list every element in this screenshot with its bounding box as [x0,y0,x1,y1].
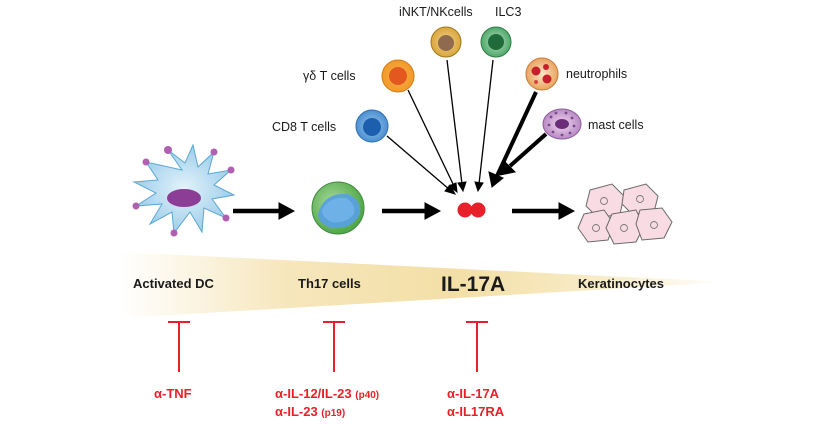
therapy-anti-il12-il23-p40: α-IL-12/IL-23 (p40) [275,386,379,401]
therapy-anti-il17ra: α-IL17RA [447,404,505,419]
inhibitor-bar-tnf [168,321,190,372]
dendritic-cell-icon [132,143,236,237]
label-neutrophils: neutrophils [566,67,627,81]
label-keratinocytes: Keratinocytes [578,276,664,291]
label-gamma-delta-t-cells: γδ T cells [303,69,356,83]
arrows [233,59,576,220]
therapy-anti-tnf: α-TNF [154,386,192,401]
label-cd8-t-cells: CD8 T cells [272,120,336,134]
label-activated-dc: Activated DC [133,276,215,291]
arrow-il17a-to-keratinocytes [512,202,576,220]
cd8-t-cell-icon [355,109,389,143]
label-mast-cells: mast cells [588,118,644,132]
arrow-inkt-to-il17a [446,59,467,193]
label-il17a: IL-17A [441,273,505,296]
mast-cell-icon [542,108,582,140]
neutrophil-cell-icon [525,57,559,91]
inhibitor-bar-il17 [466,321,488,372]
label-ilc3: ILC3 [495,5,521,19]
arrow-mast-to-il17a [499,132,548,176]
ilc3-cell-icon [480,26,512,58]
inhibitor-bars [168,321,488,372]
label-th17-cells: Th17 cells [298,276,361,291]
arrow-th17-to-il17a [382,202,442,220]
arrow-gd-to-il17a [407,89,458,194]
il17a-cytokine-icon [457,202,486,218]
inhibitor-bar-il12-il23 [323,321,345,372]
gradient-wedge [120,252,728,318]
arrow-dc-to-th17 [233,202,296,220]
inkt-nk-cell-icon [430,26,462,58]
therapy-anti-il23-p19: α-IL-23 (p19) [275,404,345,419]
arrow-ilc3-to-il17a [474,59,494,193]
th17-cell-icon [311,181,365,235]
therapy-anti-il17a: α-IL-17A [447,386,500,401]
keratinocytes-icon [577,183,673,245]
arrow-cd8-to-il17a [386,135,457,195]
gamma-delta-t-cell-icon [381,59,415,93]
label-inkt-nk-cells: iNKT/NKcells [399,5,473,19]
